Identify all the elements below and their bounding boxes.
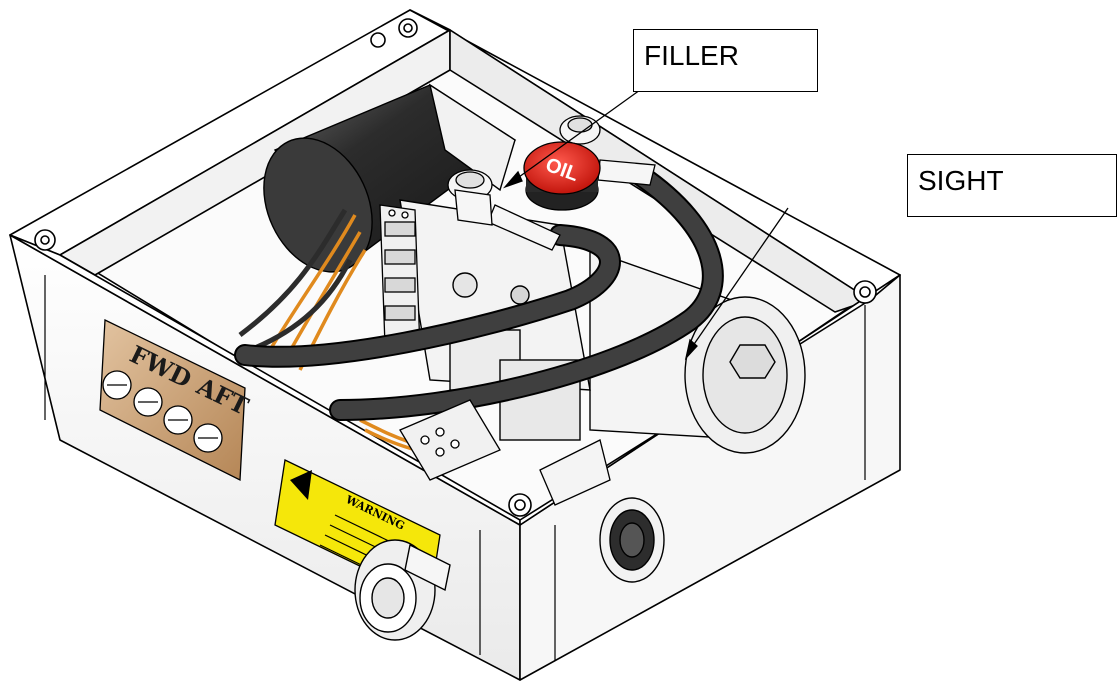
filler-leader-arrow xyxy=(502,170,523,189)
corner-post-right xyxy=(853,280,877,304)
hydraulic-hoses xyxy=(234,164,724,421)
wire-bundle-dark xyxy=(238,208,353,353)
direction-nameplate: FWD AFT xyxy=(99,318,253,482)
high-voltage-icon xyxy=(290,470,312,500)
hose-fittings xyxy=(447,115,656,251)
sight-leader-line xyxy=(689,207,789,351)
sight-callout-label: SIGHT xyxy=(918,165,1004,196)
corner-post-front xyxy=(508,493,532,517)
base-manifold xyxy=(399,399,611,506)
electric-motor xyxy=(263,83,517,273)
corner-post-left xyxy=(34,229,56,251)
filler-callout-label: FILLER xyxy=(644,40,739,71)
drain-plug-nut xyxy=(729,344,776,379)
sight-leader-arrow xyxy=(684,338,698,361)
filler-leader-line xyxy=(511,89,641,183)
terminal-strip xyxy=(379,204,421,351)
filler-callout: FILLER xyxy=(633,29,818,92)
cable-gland-side xyxy=(599,497,665,583)
corner-post-back xyxy=(370,18,418,48)
nameplate-screws xyxy=(102,370,223,453)
cable-gland-front xyxy=(354,539,451,641)
filler-cap: OIL xyxy=(523,141,601,211)
reservoir-cylinder xyxy=(589,249,806,454)
callout-leaders xyxy=(502,89,789,361)
sight-callout: SIGHT xyxy=(907,154,1117,217)
